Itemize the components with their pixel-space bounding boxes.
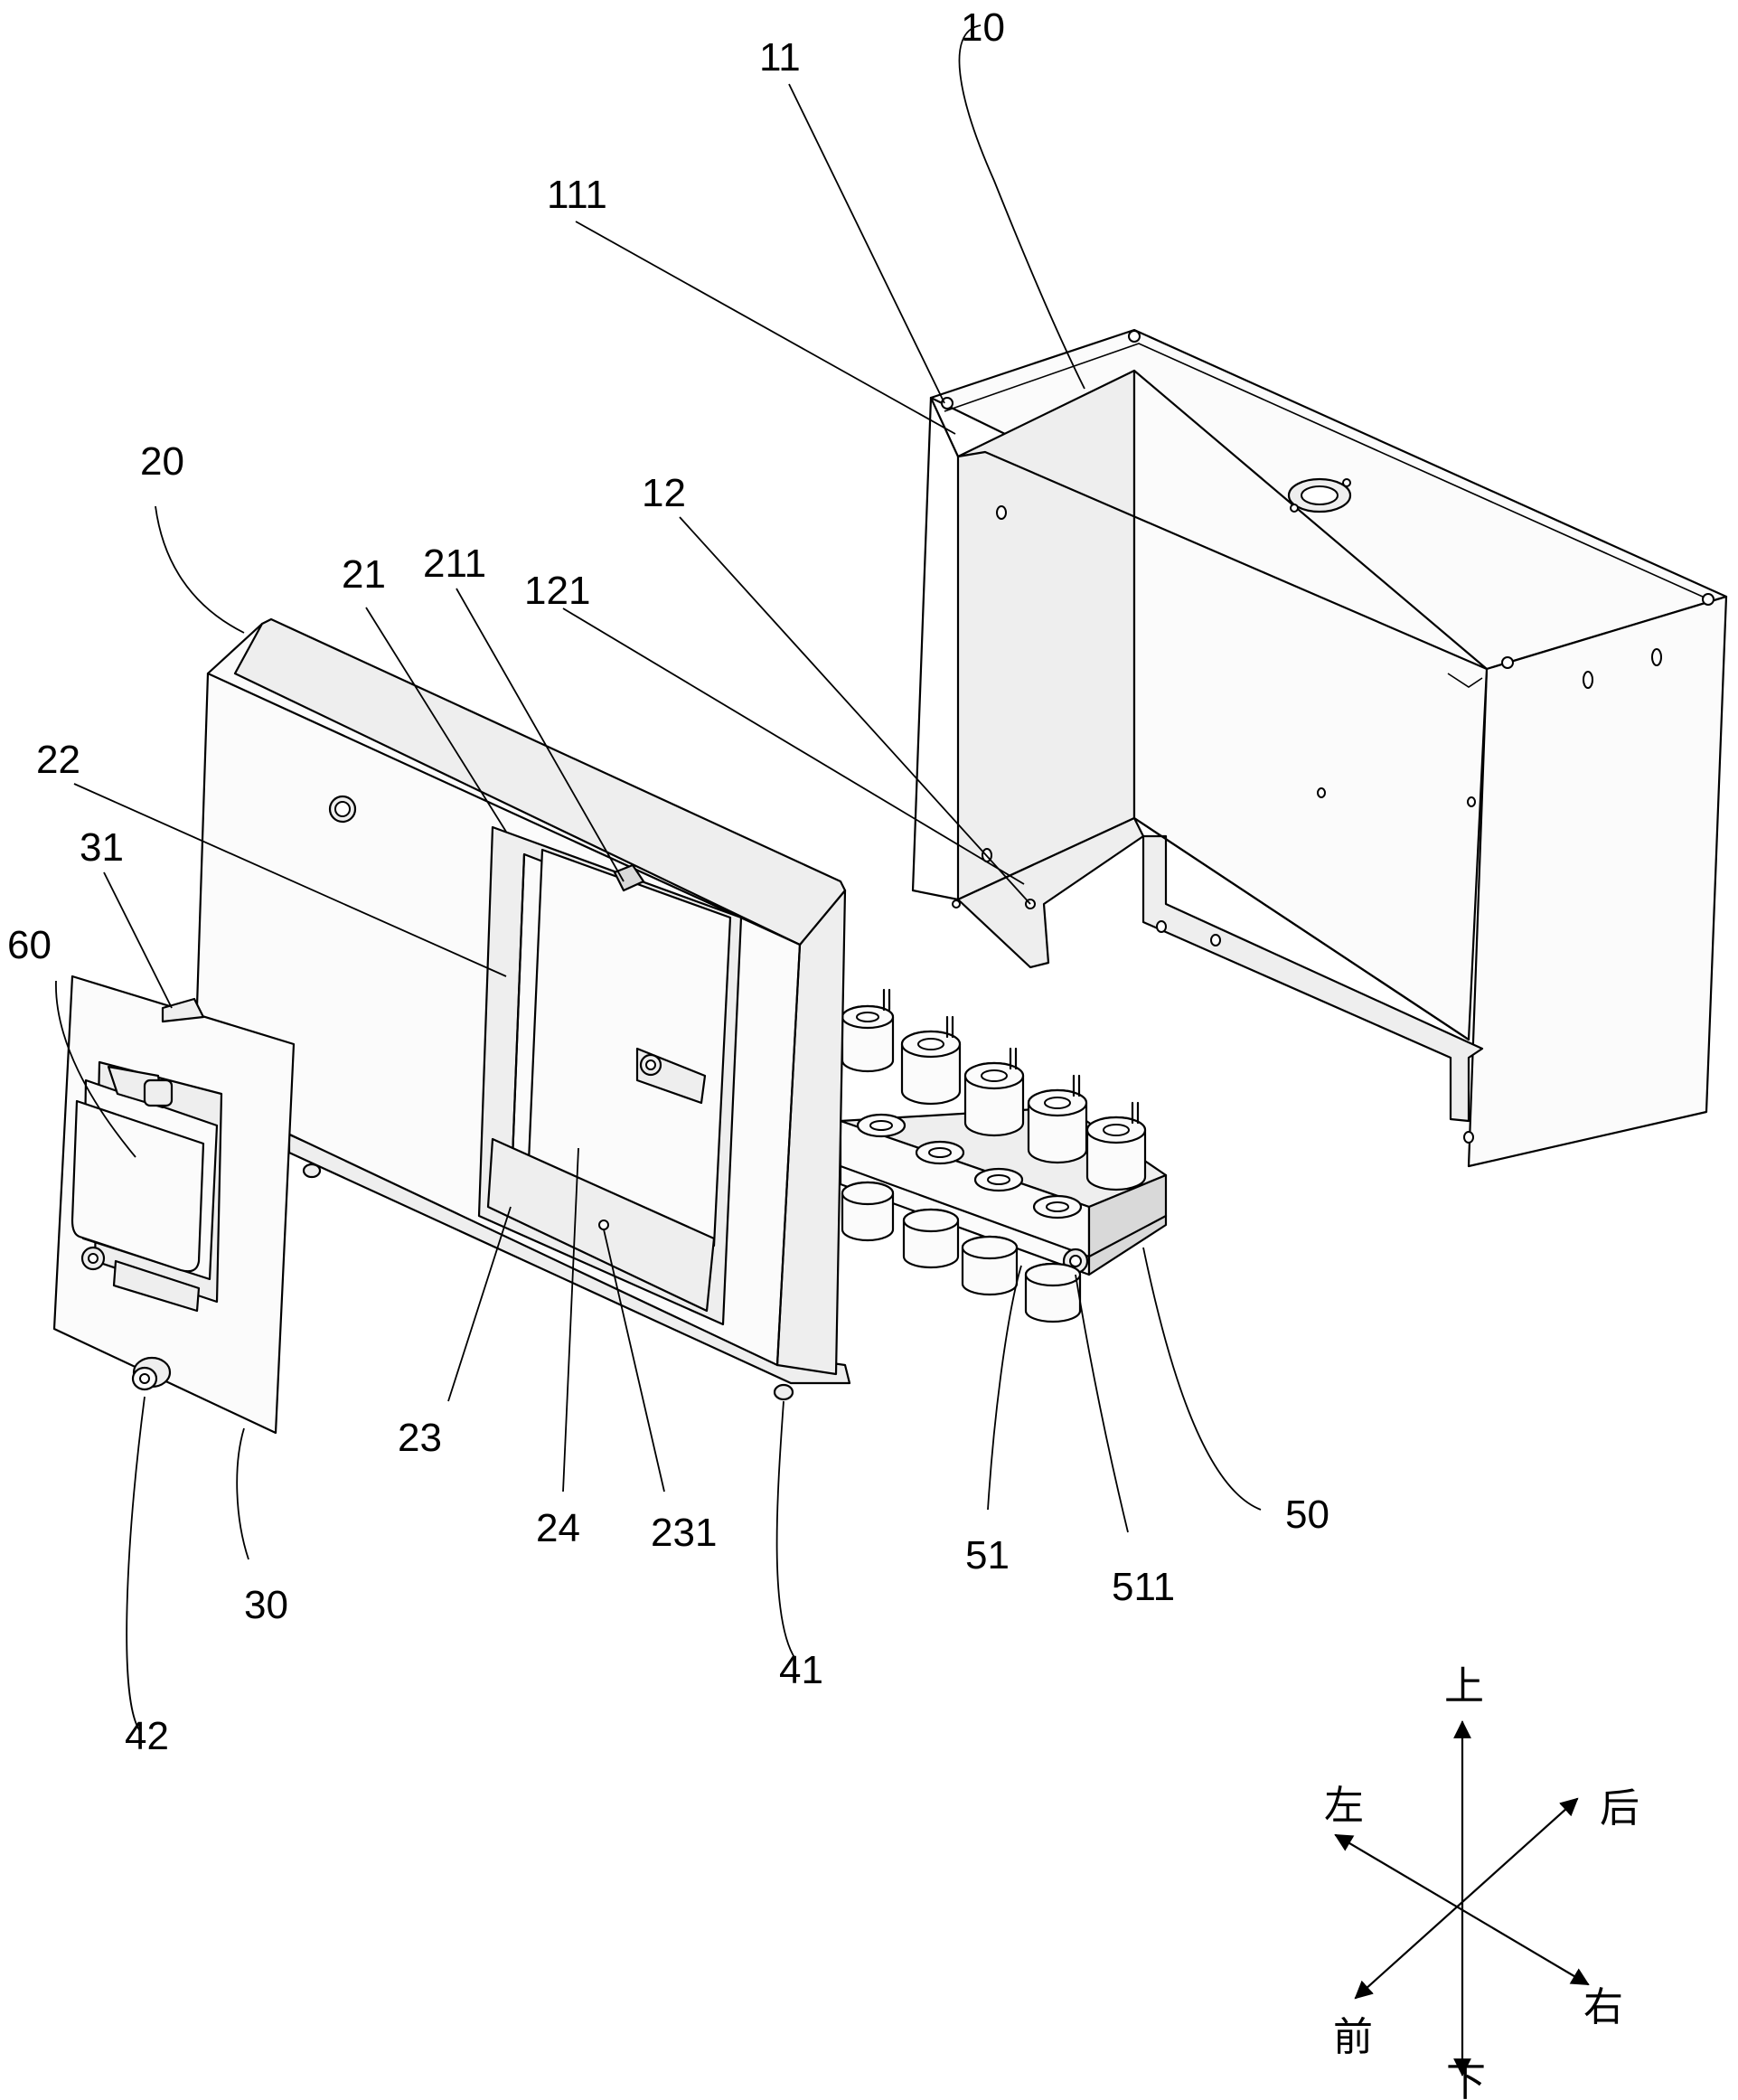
label-60: 60 [7,923,52,967]
solenoid-valve-row-upper [841,988,1147,1191]
label-50: 50 [1285,1493,1329,1537]
leader-50 [1142,1247,1262,1511]
leader-11 [788,83,945,404]
direction-right: 右 [1583,1984,1623,2030]
front-panel [193,617,851,1401]
leader-21 [365,607,507,833]
direction-back: 后 [1600,1785,1639,1832]
leader-60 [55,980,136,1158]
leader-121 [562,607,1025,885]
leader-51 [987,1265,1022,1511]
leader-30 [236,1427,249,1560]
leader-24 [562,1147,579,1493]
leader-211 [456,588,625,882]
label-511: 511 [1112,1565,1175,1609]
label-51: 51 [965,1533,1010,1577]
leader-lines [55,24,1262,1732]
label-211: 211 [423,541,486,586]
part-labels: 10 11 111 12 121 20 21 211 22 31 60 23 2… [7,5,1329,1758]
direction-compass: 上 下 左 右 前 后 [1324,1663,1639,2100]
direction-down: 下 [1446,2059,1486,2100]
label-24: 24 [536,1506,580,1550]
direction-up: 上 [1444,1663,1484,1709]
mounting-plate [52,975,296,1435]
leader-22 [73,783,507,977]
label-231: 231 [651,1511,717,1555]
valve-fittings-row-lower [841,1181,1082,1323]
leader-42 [126,1396,146,1732]
leader-41 [775,1400,796,1660]
label-11: 11 [759,35,801,80]
back-front-arrow [1354,1797,1579,2000]
rear-housing-box [911,328,1728,1168]
valve-bracket-assembly [839,988,1168,1323]
label-41: 41 [779,1648,823,1692]
leader-511 [1075,1274,1129,1533]
label-20: 20 [140,439,184,484]
direction-front: 前 [1333,2014,1373,2060]
label-12: 12 [642,471,686,515]
label-111: 111 [547,173,607,217]
leader-23 [447,1206,512,1402]
label-31: 31 [80,825,124,870]
leader-10 [958,24,1085,390]
label-10: 10 [961,5,1005,50]
leader-31 [103,871,173,1009]
label-22: 22 [36,738,80,782]
leader-111 [575,221,956,435]
leader-12 [679,516,1031,905]
direction-left: 左 [1324,1783,1364,1829]
leader-20 [155,505,245,634]
label-30: 30 [244,1583,288,1627]
leader-231 [603,1229,665,1493]
label-21: 21 [342,552,386,597]
label-42: 42 [125,1714,169,1758]
label-121: 121 [524,569,590,613]
label-23: 23 [398,1416,442,1460]
